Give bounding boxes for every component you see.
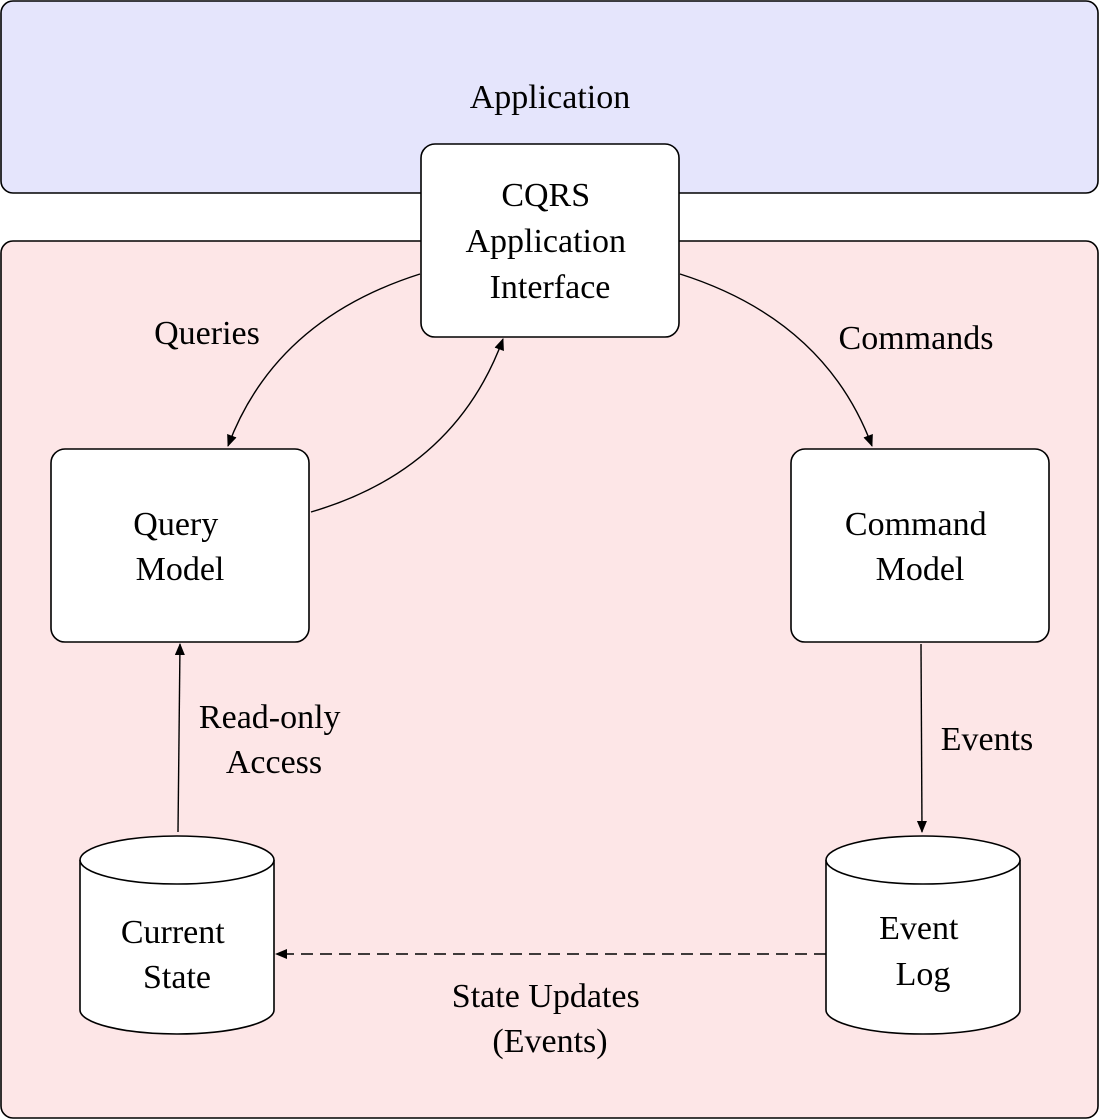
cqrs-interface-line: Application [465, 223, 626, 260]
command-model-line: Model [876, 551, 965, 588]
current-state-database: Current State [79, 835, 275, 1035]
state-updates-label: State Updates (Events) [452, 978, 648, 1060]
svg-text:Command Model: Command Model [845, 506, 995, 588]
svg-text:CQRS Application I: CQRS Application Interface [465, 177, 634, 306]
cqrs-interface-node: CQRS Application Interface [420, 143, 680, 338]
events-arrow [916, 643, 927, 833]
command-model-line: Command [845, 506, 987, 543]
svg-text:Event Log: Event Log [879, 910, 967, 993]
cqrs-interface-line: Interface [490, 269, 611, 306]
queries-label: Queries [154, 315, 260, 352]
cqrs-interface-line: CQRS [501, 177, 590, 214]
current-state-line: Current [121, 914, 225, 951]
event-log-database: Event Log [825, 835, 1021, 1035]
query-model-line: Query [133, 506, 218, 543]
application-region-label: Application [470, 79, 631, 116]
commands-arrow [679, 273, 873, 447]
event-log-line: Log [896, 956, 951, 993]
current-state-line: State [143, 959, 211, 996]
read-only-access-arrow [174, 643, 185, 833]
command-model-node: Command Model [790, 448, 1050, 643]
queries-arrow [227, 273, 421, 447]
events-label: Events [941, 721, 1034, 758]
read-only-access-label: Read-only Access [199, 699, 349, 781]
commands-label: Commands [839, 320, 994, 357]
query-response-arrow [310, 338, 504, 513]
query-model-node: Query Model [50, 448, 310, 643]
event-log-line: Event [879, 910, 959, 947]
svg-text:Query Model: Query Model [133, 506, 226, 588]
query-model-line: Model [136, 551, 225, 588]
svg-text:Current State: Current State [121, 914, 233, 996]
